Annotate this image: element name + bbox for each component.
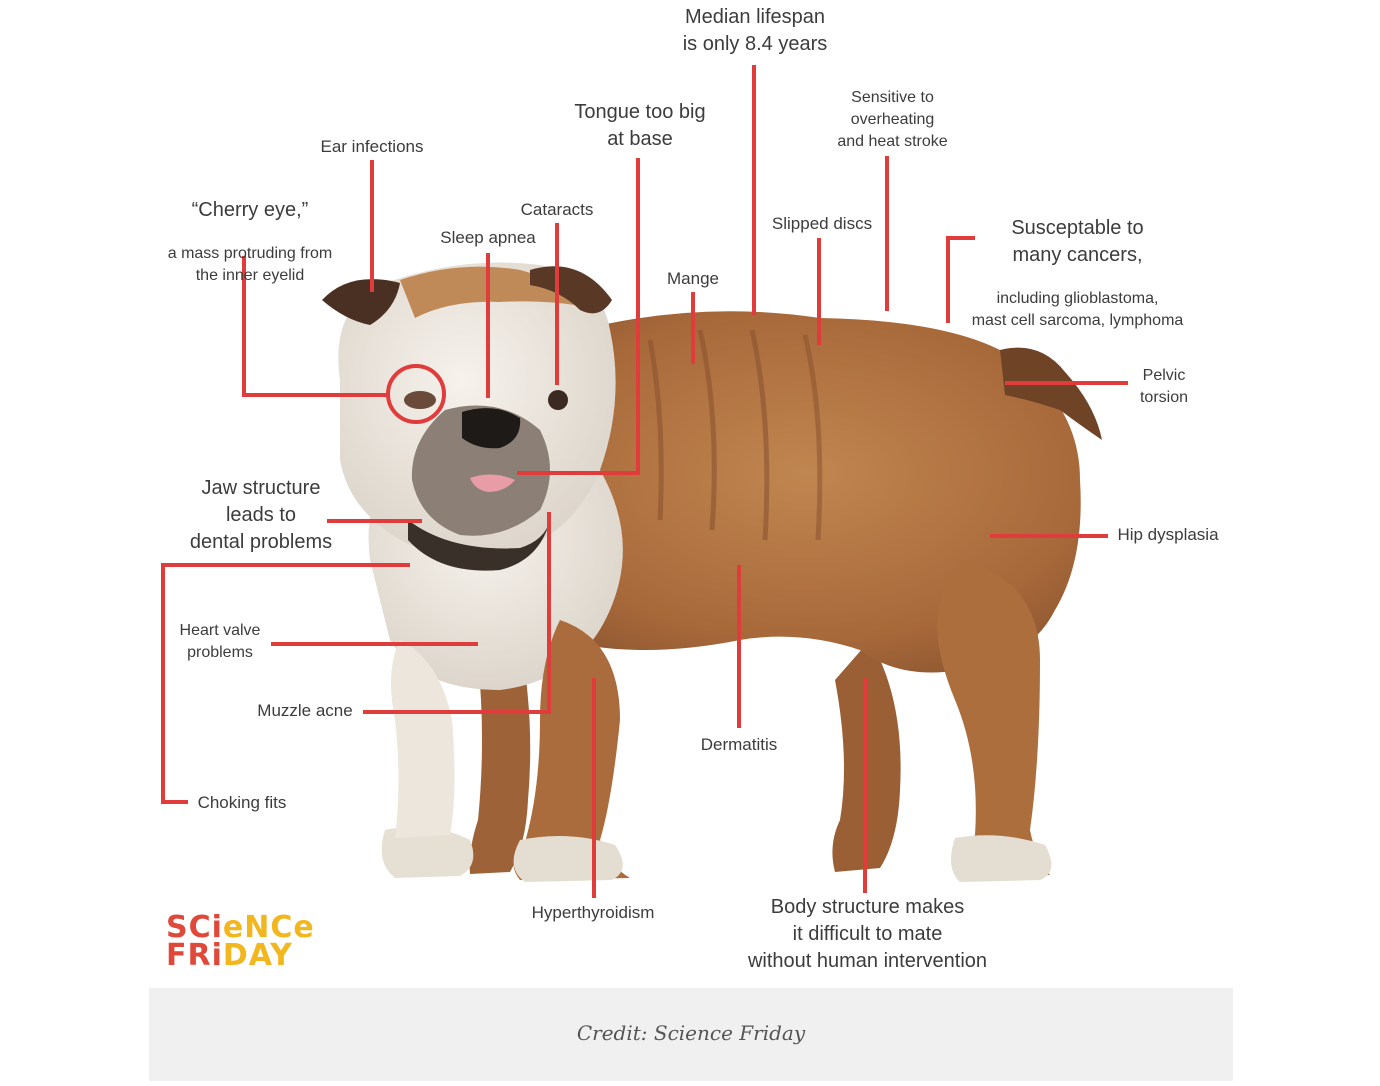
label-body-structure: Body structure makes it difficult to mat… (747, 896, 988, 972)
line-cherry-eye (242, 256, 388, 397)
line-cancer (946, 236, 975, 323)
leader-lines (161, 65, 1128, 898)
dog-muzzle (411, 405, 550, 536)
label-tongue: Tongue too big at base (574, 101, 706, 150)
cherry-eye-title: “Cherry eye,” (191, 198, 309, 221)
label-sleep-apnea: Sleep apnea (440, 228, 536, 247)
bulldog-figure (322, 262, 1102, 882)
image-credit: Credit: Science Friday (576, 1021, 806, 1045)
logo-friday-b: DAY (222, 938, 293, 973)
left-eye (404, 391, 436, 409)
credit-band: Credit: Science Friday (149, 988, 1233, 1081)
cancers-title: Susceptable to many cancers, (1011, 216, 1144, 266)
logo-science-a: SCi (166, 910, 223, 945)
dog-nose (462, 408, 521, 449)
label-pelvic-torsion: Pelvic torsion (1139, 367, 1189, 406)
label-cherry-eye: “Cherry eye,” a mass protruding from the… (140, 178, 360, 306)
dog-tail (1000, 347, 1102, 440)
logo-friday-a: FRi (166, 938, 223, 973)
label-choking-fits: Choking fits (197, 793, 287, 812)
dog-tongue (470, 474, 515, 492)
label-dermatitis: Dermatitis (700, 735, 778, 754)
line-muzzle (363, 512, 551, 714)
dog-jaw (408, 520, 550, 571)
far-front-leg (469, 640, 531, 874)
right-eye (548, 390, 568, 410)
dog-body (470, 311, 1081, 673)
label-cataracts: Cataracts (520, 200, 594, 219)
label-hip-dysplasia: Hip dysplasia (1117, 525, 1219, 544)
cherry-eye-ring (386, 364, 446, 424)
hind-leg (937, 560, 1050, 880)
science-friday-logo: SCieNCe FRiDAY (166, 913, 315, 973)
label-jaw-structure: Jaw structure leads to dental problems (189, 477, 333, 553)
label-overheating: Sensitive to overheating and heat stroke (837, 89, 948, 150)
logo-science-b: eNCe (222, 910, 315, 945)
hind-paw (951, 835, 1052, 882)
label-muzzle-acne: Muzzle acne (257, 701, 353, 720)
label-mange: Mange (667, 269, 719, 288)
front-paw (513, 836, 623, 882)
left-paw (381, 826, 474, 878)
label-lifespan: Median lifespan is only 8.4 years (682, 6, 828, 55)
front-leg (513, 620, 630, 880)
label-slipped-discs: Slipped discs (771, 214, 873, 233)
label-cancers: Susceptable to many cancers, including g… (945, 196, 1210, 351)
label-hyperthyroidism: Hyperthyroidism (531, 903, 655, 922)
cherry-eye-description: a mass protruding from the inner eyelid (167, 244, 333, 284)
line-choking (161, 563, 410, 804)
label-heart-valve: Heart valve problems (179, 622, 261, 661)
cancers-description: including glioblastoma, mast cell sarcom… (971, 289, 1184, 329)
right-ear (530, 266, 612, 314)
line-tongue (517, 158, 640, 475)
label-ear-infections: Ear infections (320, 137, 424, 156)
left-leg (391, 640, 455, 838)
left-ear (322, 279, 400, 325)
